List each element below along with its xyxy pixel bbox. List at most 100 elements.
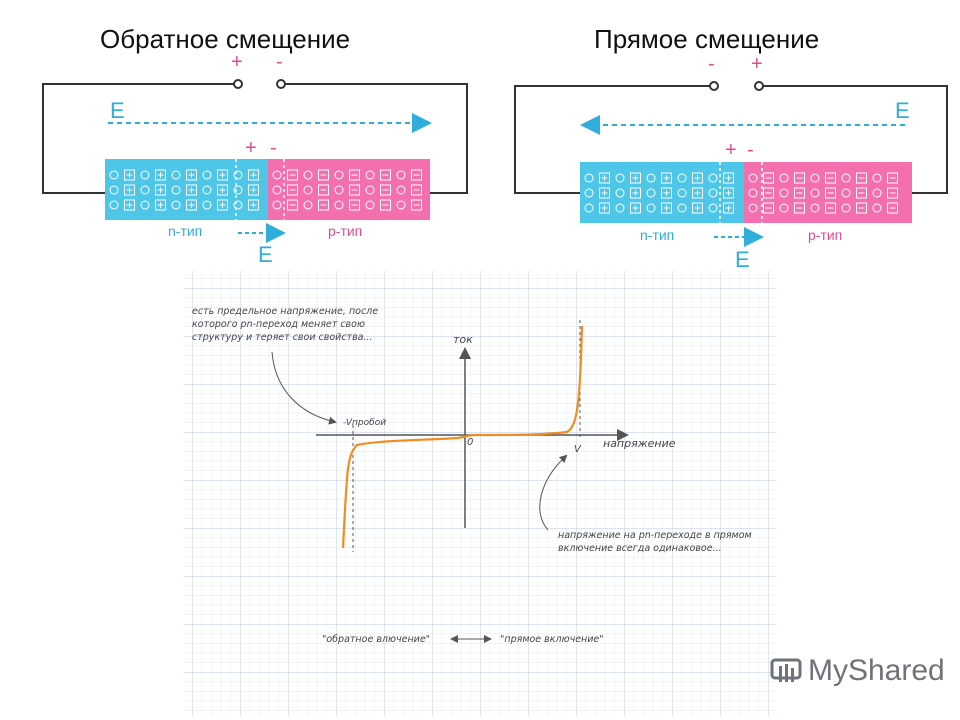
- carrier-circle: [841, 203, 851, 213]
- ion-square: [124, 199, 135, 211]
- note-breakdown: есть предельное напряжение, после которо…: [192, 306, 381, 343]
- carrier-circle: [748, 188, 758, 198]
- carrier-circle: [202, 200, 212, 210]
- field-label: E: [735, 247, 750, 272]
- breakdown-voltage-label: -Vпробой: [343, 418, 386, 428]
- note-breakdown-line: структуру и теряет свои свойства...: [192, 332, 373, 343]
- ion-square: [287, 199, 298, 211]
- myshared-logo: MyShared: [770, 654, 945, 688]
- n-carriers: [584, 172, 734, 214]
- n-type-label: n-тип: [168, 223, 202, 239]
- ion-square: [856, 202, 867, 214]
- ion-square: [723, 187, 734, 199]
- ion-square: [692, 187, 703, 199]
- ion-square: [763, 172, 774, 184]
- ion-square: [599, 172, 610, 184]
- ion-square: [411, 184, 422, 196]
- carrier-circle: [171, 200, 181, 210]
- field-label: E: [895, 98, 910, 123]
- ion-square: [287, 169, 298, 181]
- ion-square: [630, 202, 641, 214]
- iv-graph: ток напряжение 0 V -Vпробой есть предель…: [184, 271, 776, 716]
- note-forward: напряжение на pn-переходе в прямом включ…: [558, 530, 755, 554]
- carrier-circle: [677, 188, 687, 198]
- carrier-circle: [615, 173, 625, 183]
- y-axis-label: ток: [453, 333, 473, 346]
- carrier-circle: [748, 203, 758, 213]
- reverse-mode-label: "обратное влючение": [322, 634, 430, 645]
- note-forward-line: напряжение на pn-переходе в прямом: [558, 530, 752, 541]
- ion-square: [692, 172, 703, 184]
- ion-square: [825, 202, 836, 214]
- carrier-circle: [202, 185, 212, 195]
- origin-label: 0: [467, 437, 473, 448]
- carrier-circle: [140, 185, 150, 195]
- carrier-circle: [303, 170, 313, 180]
- carrier-circle: [334, 185, 344, 195]
- carrier-circle: [677, 203, 687, 213]
- ion-square: [124, 169, 135, 181]
- ion-square: [763, 202, 774, 214]
- ion-square: [887, 202, 898, 214]
- ion-square: [380, 199, 391, 211]
- ion-square: [763, 187, 774, 199]
- carrier-circle: [872, 203, 882, 213]
- carrier-circle: [233, 170, 243, 180]
- ion-square: [155, 169, 166, 181]
- logo-icon: [770, 658, 802, 682]
- iv-curve: [341, 325, 584, 549]
- carrier-circle: [872, 173, 882, 183]
- sign-plus: +: [245, 137, 257, 159]
- ion-square: [349, 199, 360, 211]
- carrier-circle: [109, 170, 119, 180]
- p-type-label: p-тип: [328, 223, 362, 239]
- title-reverse-bias: Обратное смещение: [100, 24, 351, 54]
- ion-square: [248, 184, 259, 196]
- forward-bias-circuit: - + E + - n-тип p-тип E: [514, 53, 948, 272]
- carrier-circle: [303, 200, 313, 210]
- n-carriers: [109, 169, 259, 211]
- carrier-circle: [810, 203, 820, 213]
- terminal-minus: [276, 79, 286, 89]
- p-carriers: [748, 172, 898, 214]
- ion-square: [287, 184, 298, 196]
- p-carriers: [272, 169, 422, 211]
- carrier-circle: [584, 188, 594, 198]
- carrier-circle: [140, 200, 150, 210]
- carrier-circle: [303, 185, 313, 195]
- reverse-bias-circuit: + - E + - n-тип p-тип E: [42, 51, 468, 267]
- ion-square: [856, 187, 867, 199]
- carrier-circle: [615, 203, 625, 213]
- carrier-circle: [171, 170, 181, 180]
- ion-square: [794, 187, 805, 199]
- carrier-circle: [396, 170, 406, 180]
- ion-square: [599, 202, 610, 214]
- carrier-circle: [396, 185, 406, 195]
- carrier-circle: [646, 188, 656, 198]
- carrier-circle: [233, 185, 243, 195]
- carrier-circle: [748, 173, 758, 183]
- logo-text: MyShared: [808, 654, 945, 687]
- ion-square: [630, 172, 641, 184]
- carrier-circle: [584, 173, 594, 183]
- forward-mode-label: "прямое включение": [500, 634, 604, 645]
- sign-minus: -: [276, 51, 283, 73]
- ion-square: [248, 199, 259, 211]
- p-type-label: p-тип: [808, 227, 842, 243]
- ion-square: [318, 184, 329, 196]
- ion-square: [155, 199, 166, 211]
- carrier-circle: [334, 200, 344, 210]
- x-axis-label: напряжение: [603, 437, 676, 450]
- carrier-circle: [779, 188, 789, 198]
- carrier-circle: [584, 203, 594, 213]
- ion-square: [887, 187, 898, 199]
- sign-plus: +: [725, 139, 737, 161]
- carrier-circle: [365, 170, 375, 180]
- carrier-circle: [841, 188, 851, 198]
- terminal-plus: [233, 79, 243, 89]
- carrier-circle: [646, 173, 656, 183]
- ion-square: [186, 184, 197, 196]
- terminal-plus: [754, 81, 764, 91]
- ion-square: [794, 202, 805, 214]
